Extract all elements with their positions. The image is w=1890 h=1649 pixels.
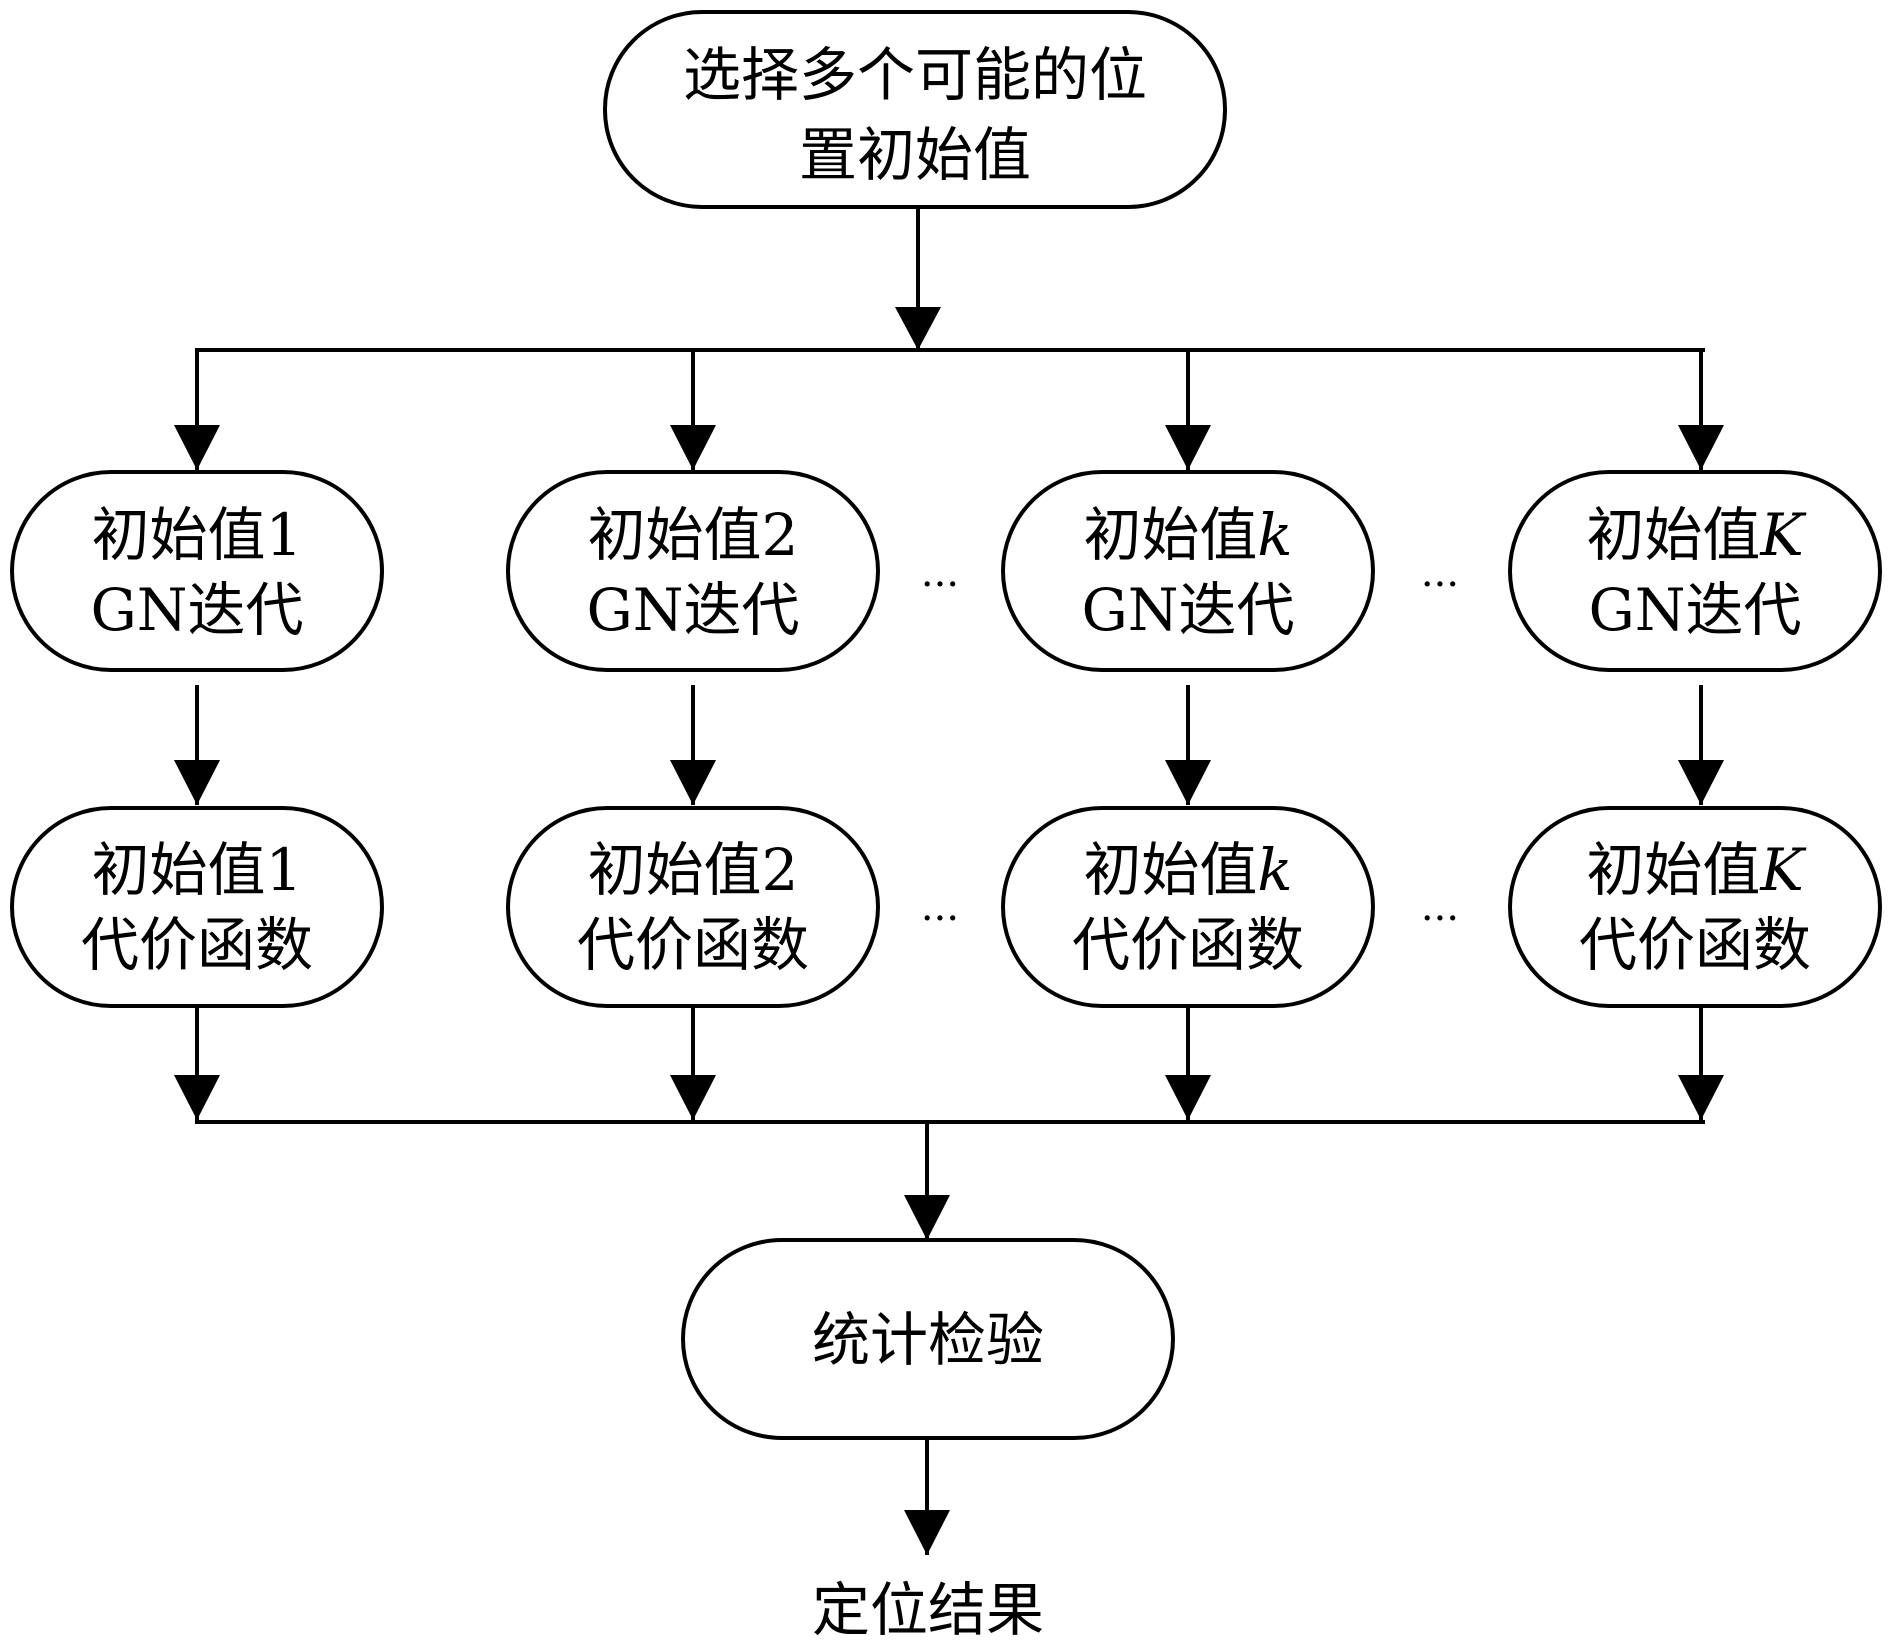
cost-node-k-line2: 代价函数: [1072, 911, 1304, 979]
gn-node-k-line1: 初始值k: [1083, 501, 1292, 569]
gn-node-1-line1: 初始值1: [92, 501, 303, 569]
cost-node-2-line2: 代价函数: [577, 911, 809, 979]
arrowhead-bar-2: [670, 1075, 716, 1120]
gn-node-2: [506, 470, 880, 672]
test-node-label: 统计检验: [812, 1306, 1044, 1374]
arrowhead-bar-k: [1165, 1075, 1211, 1120]
gn-node-K-line1: 初始值K: [1586, 501, 1807, 569]
arrowhead-cost-2: [670, 760, 716, 805]
start-node-line2: 置初始值: [799, 121, 1031, 189]
gn-node-K: [1508, 470, 1882, 672]
gn-node-1: [10, 470, 384, 672]
arrowhead-bar-K: [1678, 1075, 1724, 1120]
arrowhead-start: [895, 307, 941, 350]
cost-node-k-line1: 初始值k: [1083, 836, 1292, 904]
arrowhead-test: [904, 1195, 950, 1240]
ellipsis-gn-1: ···: [921, 562, 959, 608]
gn-node-1-line2: GN迭代: [90, 576, 303, 644]
cost-node-K-line2: 代价函数: [1579, 911, 1811, 979]
start-node: [603, 10, 1227, 209]
gn-node-K-line2: GN迭代: [1588, 576, 1801, 644]
cost-node-2-line1: 初始值2: [588, 836, 799, 904]
cost-node-1-line1: 初始值1: [92, 836, 303, 904]
arrowhead-cost-k: [1165, 760, 1211, 805]
ellipsis-cost-2: ···: [1421, 896, 1459, 942]
ellipsis-cost-1: ···: [921, 896, 959, 942]
gn-node-2-line1: 初始值2: [588, 501, 799, 569]
gn-node-k: [1001, 470, 1375, 672]
arrowhead-gn-1: [174, 425, 220, 470]
gn-node-2-line2: GN迭代: [586, 576, 799, 644]
arrowhead-cost-1: [174, 760, 220, 805]
arrowhead-cost-K: [1678, 760, 1724, 805]
arrowhead-result: [904, 1510, 950, 1555]
arrowhead-gn-K: [1678, 425, 1724, 470]
ellipsis-gn-2: ···: [1421, 562, 1459, 608]
arrowhead-bar-1: [174, 1075, 220, 1120]
result-label: 定位结果: [812, 1576, 1044, 1644]
cost-node-K-line1: 初始值K: [1586, 836, 1807, 904]
start-node-line1: 选择多个可能的位: [683, 41, 1147, 109]
arrowhead-gn-k: [1165, 425, 1211, 470]
gn-node-k-line2: GN迭代: [1081, 576, 1294, 644]
arrowhead-gn-2: [670, 425, 716, 470]
cost-node-1-line2: 代价函数: [81, 911, 313, 979]
cost-node-K: [1508, 806, 1882, 1008]
